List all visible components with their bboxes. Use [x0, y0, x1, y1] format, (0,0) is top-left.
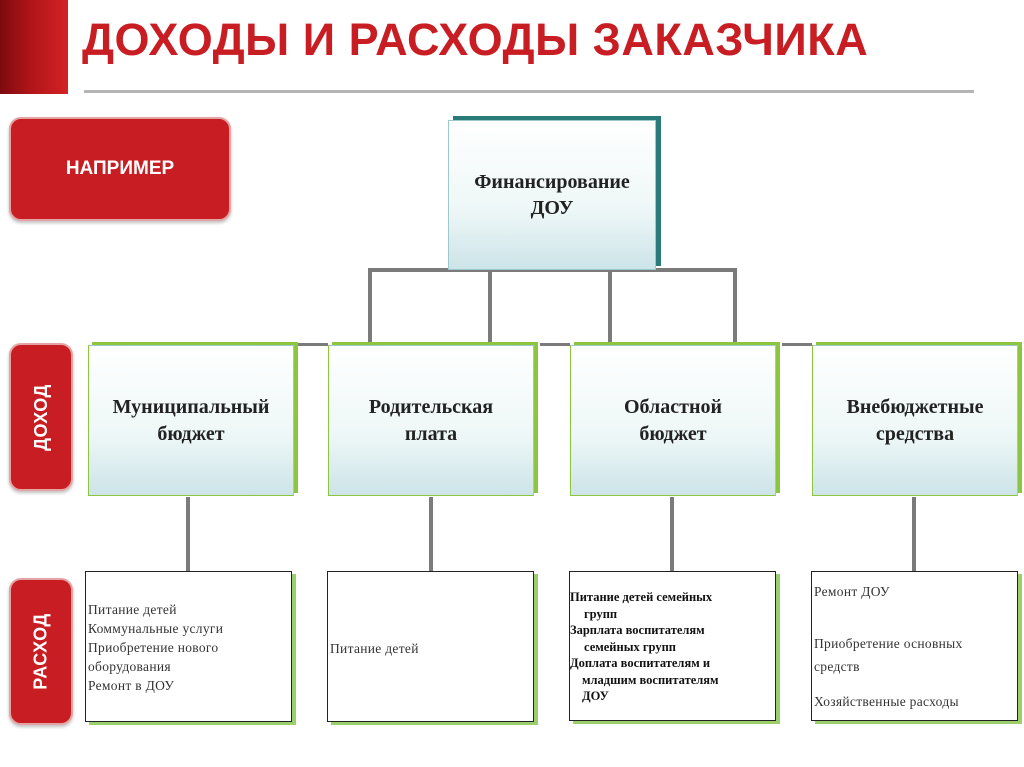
source-node-line: Внебюджетные: [846, 395, 984, 418]
expense-line: младшим воспитателям: [582, 672, 719, 687]
expense-label-text: РАСХОД: [30, 613, 51, 690]
root-node: Финансирование ДОУ: [448, 120, 656, 270]
connector-drop-3: [608, 268, 612, 346]
expense-box-municipal: Питание детей Коммунальные услуги Приобр…: [85, 571, 292, 722]
expense-line: групп: [584, 606, 618, 621]
connector-horizontal-top: [368, 268, 737, 272]
source-node-regional-budget: Областной бюджет: [570, 345, 776, 496]
connector-bridge-3: [782, 343, 812, 346]
connector-expense-1: [186, 497, 190, 571]
expense-line: Доплата воспитателям и: [570, 656, 711, 670]
expense-box-regional: Питание детей семейных групп Зарплата во…: [569, 571, 776, 721]
expense-box-parent-fee: Питание детей: [327, 571, 534, 722]
expense-line: семейных групп: [584, 639, 676, 654]
expense-line: оборудования: [88, 659, 171, 674]
source-node-parent-fee: Родительская плата: [328, 345, 534, 496]
source-node-line: бюджет: [157, 422, 225, 445]
example-label-text: НАПРИМЕР: [65, 158, 175, 179]
expense-line: Ремонт ДОУ: [814, 584, 890, 599]
title-divider: [84, 90, 974, 93]
root-node-line-2: ДОУ: [530, 197, 574, 219]
expense-line: Приобретение нового: [88, 640, 219, 655]
income-label-text: ДОХОД: [30, 383, 51, 451]
expense-line: средств: [814, 659, 860, 674]
expense-label: РАСХОД: [9, 578, 73, 725]
connector-drop-1: [368, 268, 372, 346]
expense-box-extrabudgetary: Ремонт ДОУ Приобретение основных средств…: [811, 571, 1018, 721]
expense-line: Питание детей: [330, 641, 419, 656]
expense-line: Зарплата воспитателям: [570, 623, 705, 637]
source-node-extrabudgetary-funds: Внебюджетные средства: [812, 345, 1018, 496]
expense-line: Хозяйственные расходы: [814, 694, 959, 709]
example-label: НАПРИМЕР: [9, 117, 231, 221]
source-node-municipal-budget: Муниципальный бюджет: [88, 345, 294, 496]
expense-line: Ремонт в ДОУ: [88, 678, 175, 693]
expense-line: Питание детей: [88, 602, 177, 617]
expense-line: Питание детей семейных: [570, 590, 713, 604]
title-accent-bar: [0, 0, 68, 94]
connector-expense-2: [429, 497, 433, 571]
source-node-line: средства: [875, 422, 955, 445]
connector-expense-4: [912, 497, 916, 571]
income-label: ДОХОД: [9, 343, 73, 491]
connector-drop-4: [733, 268, 737, 346]
source-node-line: Областной: [623, 395, 723, 418]
root-node-line-1: Финансирование: [474, 171, 630, 193]
connector-bridge-1: [298, 343, 328, 346]
connector-bridge-2: [540, 343, 570, 346]
expense-line: Приобретение основных: [814, 636, 963, 651]
source-node-line: Муниципальный: [112, 395, 270, 418]
connector-drop-2: [488, 268, 492, 346]
expense-line: Коммунальные услуги: [88, 621, 224, 636]
connector-expense-3: [670, 497, 674, 571]
expense-line: ДОУ: [582, 689, 609, 703]
source-node-line: Родительская: [368, 395, 494, 418]
source-node-line: бюджет: [639, 422, 707, 445]
page-title: ДОХОДЫ И РАСХОДЫ ЗАКАЗЧИКА: [82, 14, 869, 65]
source-node-line: плата: [404, 422, 458, 445]
